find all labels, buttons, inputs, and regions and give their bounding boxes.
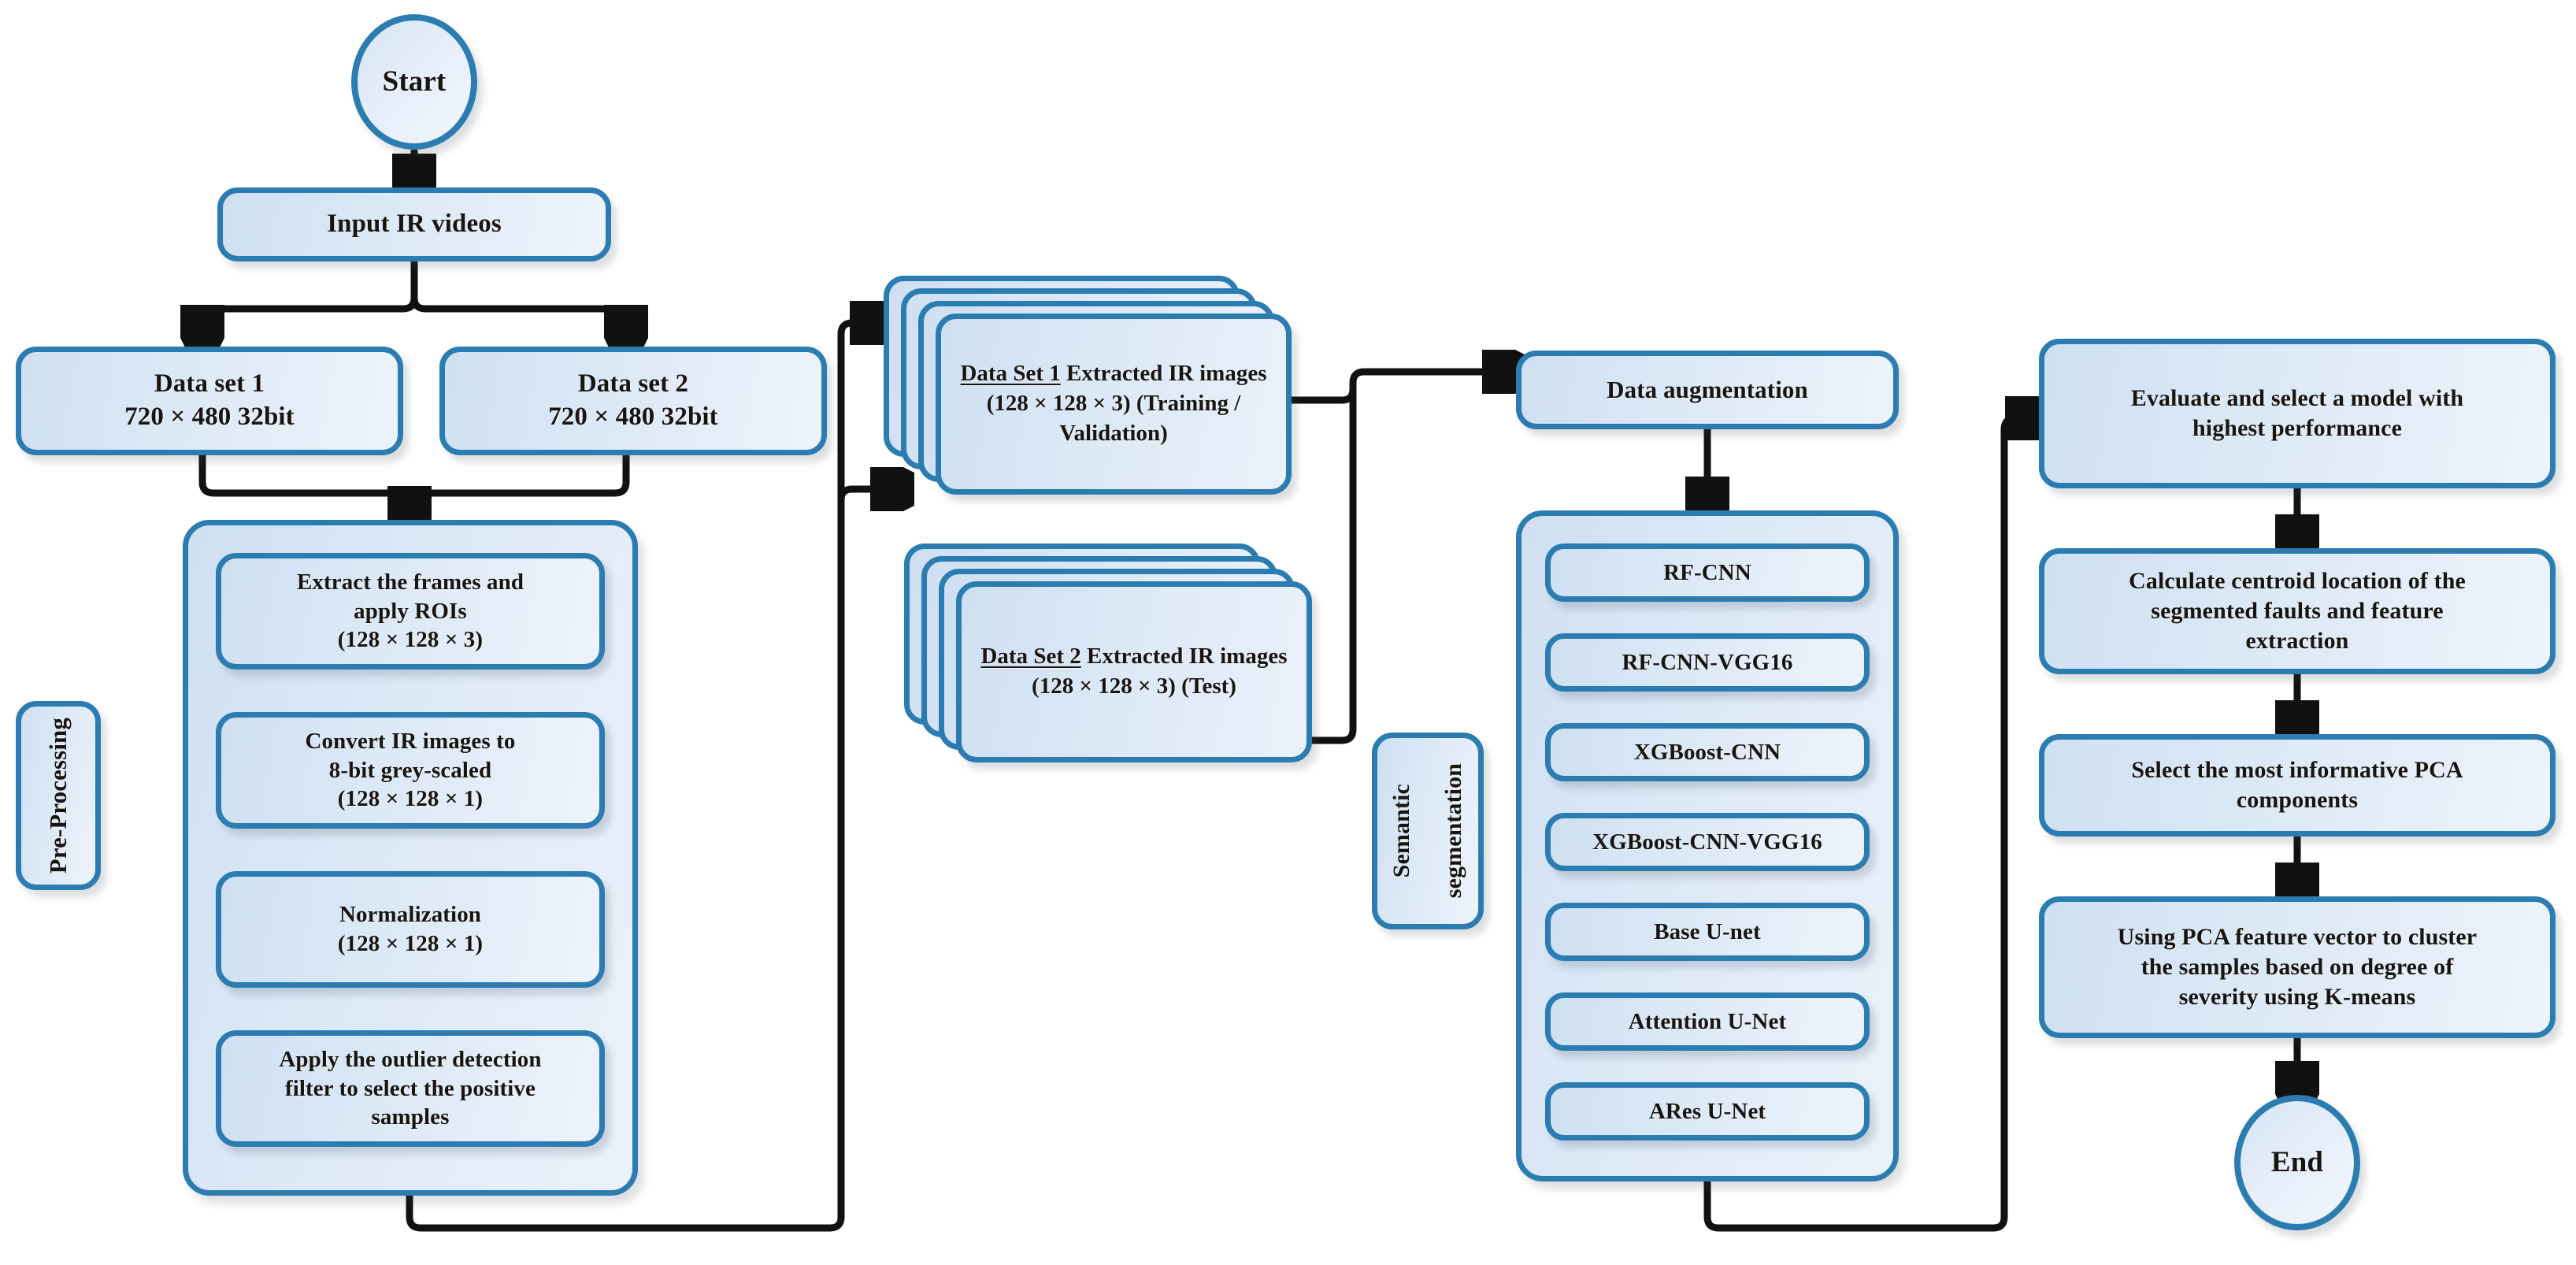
model-ares-unet-label: ARes U-Net (1648, 1098, 1766, 1124)
extracted-set-1-line4: (Training / Validation) (1059, 391, 1241, 446)
preprocess-step-2-line1: Convert IR images to (305, 729, 516, 755)
model-xgboost-cnn-label: XGBoost-CNN (1633, 739, 1781, 765)
pca-line2: components (2236, 787, 2359, 813)
wire-dataset2-to-preprocessing (410, 455, 630, 520)
wire-extracted1-to-augmentation (1292, 372, 1516, 404)
wire-dataset1-to-preprocessing (198, 455, 410, 520)
model-rf-cnn[interactable]: RF-CNN (1545, 543, 1870, 602)
select-pca-components-box[interactable]: Select the most informative PCA componen… (2039, 734, 2556, 837)
extracted-set-1-line3: (128 × 128 × 3) (986, 391, 1131, 417)
preprocess-step-1-line3: (128 × 128 × 3) (337, 627, 484, 653)
preprocess-step-convert-greyscale[interactable]: Convert IR images to 8-bit grey-scaled (… (216, 712, 605, 829)
kmeans-line2: the samples based on degree of (2140, 954, 2454, 981)
input-ir-videos-label: Input IR videos (327, 210, 502, 239)
data-augmentation-box[interactable]: Data augmentation (1516, 351, 1899, 429)
preprocess-step-3-line2: (128 × 128 × 1) (337, 931, 484, 956)
data-set-1-name: Data set 1 (154, 369, 265, 399)
model-rf-cnn-vgg16[interactable]: RF-CNN-VGG16 (1545, 633, 1870, 692)
model-xgboost-cnn-vgg16[interactable]: XGBoost-CNN-VGG16 (1545, 813, 1870, 871)
pre-processing-label: Pre-Processing (44, 717, 72, 874)
semantic-segmentation-label-box: Semantic segmentation (1372, 733, 1484, 929)
start-label: Start (382, 65, 447, 98)
model-xgboost-cnn-vgg16-label: XGBoost-CNN-VGG16 (1592, 829, 1822, 855)
extracted-set-2-line2: Extracted IR images (1087, 644, 1288, 670)
start-terminator[interactable]: Start (351, 14, 477, 150)
preprocess-step-1-line2: apply ROIs (354, 598, 467, 624)
model-xgboost-cnn[interactable]: XGBoost-CNN (1545, 723, 1870, 781)
model-attention-unet[interactable]: Attention U-Net (1545, 992, 1870, 1051)
data-set-2-spec: 720 × 480 32bit (548, 402, 718, 431)
extracted-data-set-1-card[interactable]: Data Set 1 Extracted IR images (128 × 12… (936, 313, 1292, 495)
data-set-1-box[interactable]: Data set 1 720 × 480 32bit (16, 347, 403, 455)
extracted-set-1-line2: Extracted IR images (1066, 361, 1267, 387)
kmeans-line1: Using PCA feature vector to cluster (2117, 924, 2478, 951)
kmeans-line3: severity using K-means (2178, 983, 2416, 1010)
model-attention-unet-label: Attention U-Net (1628, 1008, 1787, 1034)
data-set-2-name: Data set 2 (577, 369, 689, 399)
preprocess-step-2-line2: 8-bit grey-scaled (328, 757, 492, 783)
evaluate-line1: Evaluate and select a model with (2130, 385, 2464, 412)
data-set-2-box[interactable]: Data set 2 720 × 480 32bit (439, 347, 827, 455)
end-terminator[interactable]: End (2234, 1095, 2360, 1230)
extracted-set-2-line4: (Test) (1181, 673, 1236, 699)
model-ares-unet[interactable]: ARes U-Net (1545, 1082, 1870, 1141)
model-base-unet-label: Base U-net (1654, 918, 1761, 944)
extracted-set-1-title: Data Set 1 (960, 361, 1061, 387)
semantic-segmentation-label: Semantic segmentation (1365, 763, 1491, 898)
extracted-data-set-1-stack[interactable]: Data Set 1 Extracted IR images (128 × 12… (884, 276, 1299, 512)
wire-input-fork-left (202, 262, 418, 339)
evaluate-select-model-box[interactable]: Evaluate and select a model with highest… (2039, 339, 2556, 488)
preprocess-step-4-line1: Apply the outlier detection (279, 1047, 542, 1073)
preprocess-step-3-line1: Normalization (339, 902, 482, 928)
calculate-centroid-box[interactable]: Calculate centroid location of the segme… (2039, 548, 2556, 674)
kmeans-clustering-box[interactable]: Using PCA feature vector to cluster the … (2039, 896, 2556, 1038)
model-rf-cnn-vgg16-label: RF-CNN-VGG16 (1622, 649, 1793, 675)
extracted-data-set-2-card[interactable]: Data Set 2 Extracted IR images (128 × 12… (956, 581, 1312, 762)
data-set-1-spec: 720 × 480 32bit (124, 402, 295, 431)
preprocess-step-outlier-filter[interactable]: Apply the outlier detection filter to se… (216, 1030, 605, 1147)
model-base-unet[interactable]: Base U-net (1545, 903, 1870, 961)
centroid-line1: Calculate centroid location of the (2129, 568, 2466, 595)
semantic-segmentation-line1: Semantic (1388, 784, 1415, 878)
preprocess-step-4-line3: samples (371, 1104, 450, 1130)
data-augmentation-label: Data augmentation (1607, 376, 1808, 404)
wire-input-fork-right (410, 262, 626, 339)
extracted-set-2-title: Data Set 2 (980, 644, 1081, 670)
preprocess-step-1-line1: Extract the frames and (296, 569, 524, 595)
pca-line1: Select the most informative PCA (2131, 757, 2463, 784)
input-ir-videos-box[interactable]: Input IR videos (217, 187, 611, 262)
preprocess-step-extract-frames[interactable]: Extract the frames and apply ROIs (128 ×… (216, 553, 605, 670)
evaluate-line2: highest performance (2192, 415, 2402, 441)
end-label: End (2270, 1145, 2324, 1178)
preprocess-step-2-line3: (128 × 128 × 1) (337, 786, 484, 812)
extracted-set-2-line3: (128 × 128 × 3) (1032, 673, 1176, 699)
model-rf-cnn-label: RF-CNN (1663, 559, 1751, 585)
preprocess-step-normalization[interactable]: Normalization (128 × 128 × 1) (216, 871, 605, 988)
preprocess-step-4-line2: filter to select the positive (284, 1075, 536, 1101)
centroid-line2: segmented faults and feature (2151, 598, 2444, 625)
semantic-segmentation-line2: segmentation (1440, 763, 1466, 899)
extracted-data-set-2-stack[interactable]: Data Set 2 Extracted IR images (128 × 12… (904, 543, 1320, 780)
pre-processing-label-box: Pre-Processing (16, 701, 101, 890)
centroid-line3: extraction (2245, 627, 2349, 654)
